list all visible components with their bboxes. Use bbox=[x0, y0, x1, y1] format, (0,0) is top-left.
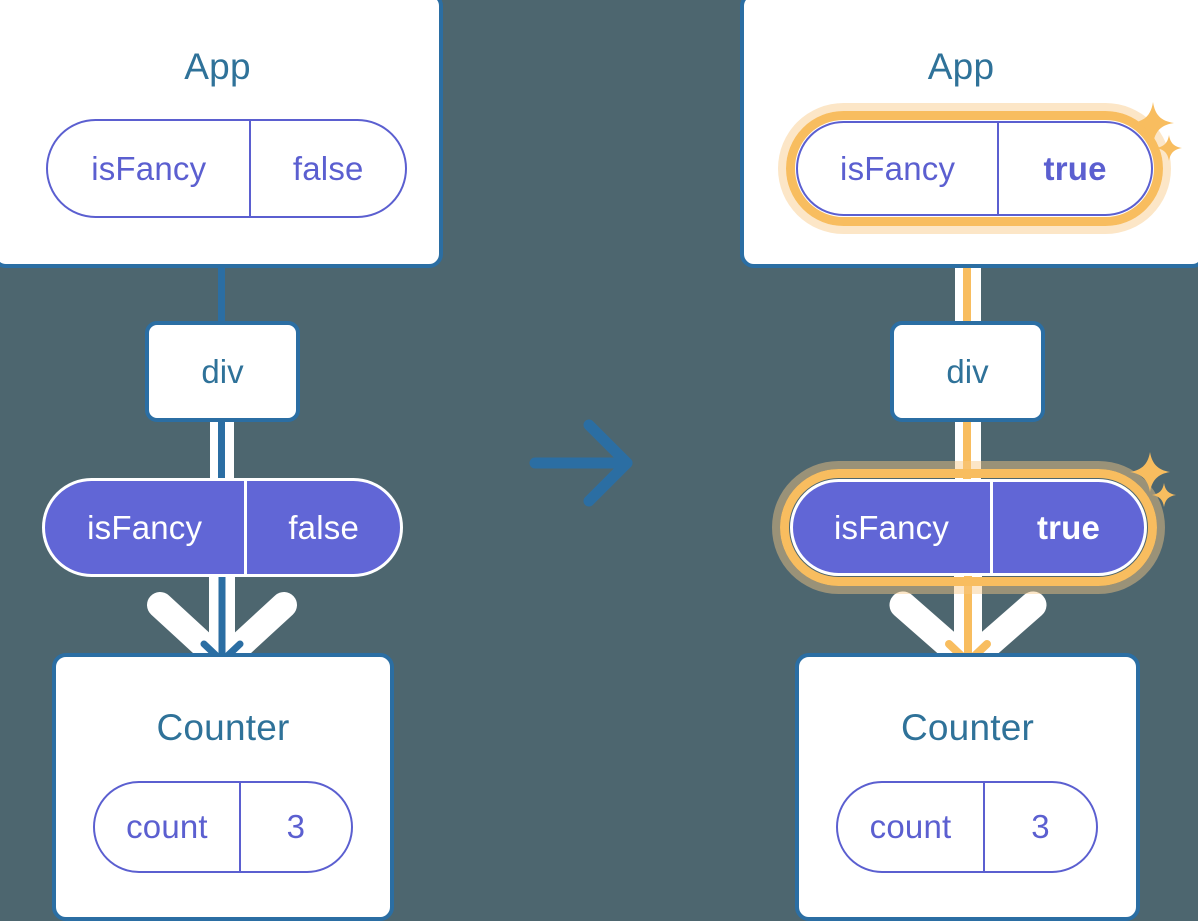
before-panel: App isFancy false div isFancy false bbox=[0, 0, 520, 921]
prop-pill: isFancy false bbox=[42, 478, 403, 577]
counter-state-value: 3 bbox=[286, 808, 306, 845]
after-counter-card-title: Counter bbox=[900, 707, 1035, 748]
after-app-card-title: App bbox=[927, 46, 995, 87]
after-counter-card: Counter count 3 bbox=[795, 653, 1140, 921]
app-state-pill: isFancy false bbox=[46, 119, 407, 218]
sparkle-small-icon bbox=[1156, 135, 1182, 161]
counter-state-pill: count 3 bbox=[93, 781, 353, 873]
prop-pill-key: isFancy bbox=[45, 481, 248, 574]
transition-arrow-icon bbox=[529, 419, 633, 507]
after-app-state-pill: isFancy true bbox=[796, 121, 1153, 216]
counter-card: Counter count 3 bbox=[52, 653, 394, 921]
after-connector-div-to-prop bbox=[963, 418, 971, 490]
connector-app-to-div bbox=[218, 264, 225, 326]
after-counter-state-key: count bbox=[838, 783, 986, 871]
after-connector-app-to-div bbox=[963, 220, 971, 330]
app-card: App isFancy false bbox=[0, 0, 443, 268]
prop-pill-value: false bbox=[288, 508, 360, 546]
app-state-value: false bbox=[292, 149, 364, 187]
sparkle-large-icon bbox=[1132, 102, 1174, 144]
app-state-key: isFancy bbox=[48, 121, 252, 216]
div-node-label: div bbox=[201, 352, 244, 390]
after-app-state-value: true bbox=[1043, 149, 1107, 187]
after-panel: App isFancy true div isFancy true bbox=[740, 0, 1198, 921]
after-app-state-key: isFancy bbox=[798, 123, 1000, 214]
after-prop-pill-value: true bbox=[1036, 508, 1101, 546]
connector-div-to-prop bbox=[218, 418, 225, 488]
after-sparkle-small-icon bbox=[1152, 483, 1176, 507]
app-card-title: App bbox=[184, 46, 251, 87]
counter-state-key: count bbox=[95, 783, 241, 871]
after-div-node-label: div bbox=[946, 352, 989, 390]
after-prop-pill-key: isFancy bbox=[793, 482, 994, 573]
after-counter-state-value: 3 bbox=[1031, 808, 1050, 845]
div-node: div bbox=[145, 321, 300, 422]
after-prop-pill: isFancy true bbox=[790, 479, 1147, 576]
after-div-node: div bbox=[890, 321, 1045, 422]
after-counter-state-pill: count 3 bbox=[836, 781, 1098, 873]
counter-card-title: Counter bbox=[156, 707, 290, 748]
